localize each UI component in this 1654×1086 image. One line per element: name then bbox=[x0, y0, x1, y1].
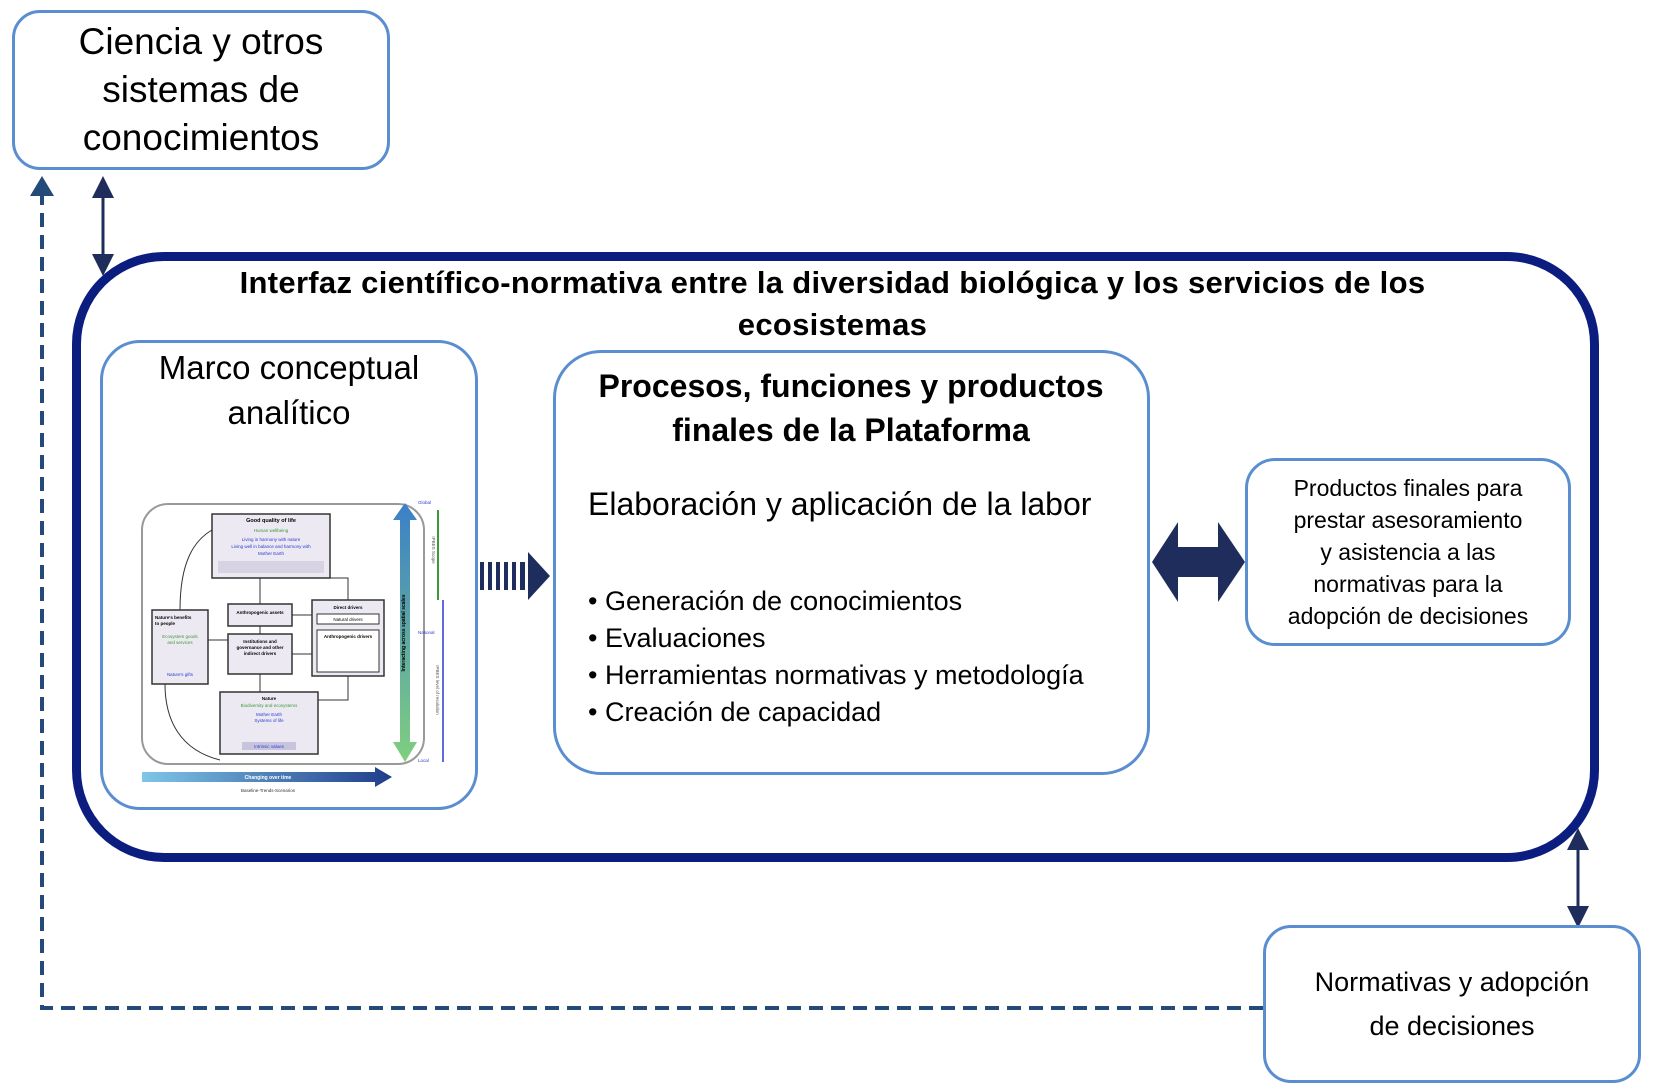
work-programme-subtitle: Elaboración y aplicación de la labor bbox=[588, 486, 1092, 522]
products-line-3: y asistencia a las bbox=[1320, 539, 1496, 565]
mini-top-fill bbox=[218, 561, 324, 573]
mini-time-sub: Baseline-Trends-Scenarios bbox=[241, 788, 296, 793]
mini-nature-title: Nature bbox=[262, 696, 277, 701]
policy-decision-box: Normativas y adopción de decisiones bbox=[1263, 925, 1641, 1083]
mini-benefits-box bbox=[151, 609, 209, 685]
policy-line-1: Normativas y adopción bbox=[1314, 967, 1590, 997]
mini-natures-gifts: Nature's gifts bbox=[167, 672, 194, 677]
mini-and-services: and services bbox=[167, 640, 193, 645]
science-line-1: Ciencia y otros bbox=[78, 21, 324, 62]
mini-axis-local: Local bbox=[418, 758, 429, 763]
mini-axis-national: National bbox=[418, 630, 435, 635]
list-item: • Evaluaciones bbox=[588, 623, 766, 653]
mini-institutions-3: indirect drivers bbox=[244, 651, 277, 656]
mini-time-arrow bbox=[142, 767, 392, 787]
mini-spatial-label: Interacting across spatial scales bbox=[401, 594, 407, 671]
science-knowledge-box: Ciencia y otros sistemas de conocimiento… bbox=[12, 10, 390, 170]
science-line-2: sistemas de bbox=[102, 69, 300, 110]
mini-harmony: Living in harmony with nature bbox=[242, 537, 301, 542]
conceptual-framework-title: Marco conceptual analítico bbox=[104, 345, 474, 435]
products-line-1: Productos finales para bbox=[1293, 475, 1523, 501]
mini-direct-drivers: Direct drivers bbox=[333, 605, 363, 610]
list-item: • Herramientas normativas y metodología bbox=[588, 660, 1084, 690]
interface-title: Interfaz científico-normativa entre la d… bbox=[140, 262, 1525, 346]
list-item: • Generación de conocimientos bbox=[588, 586, 963, 616]
mini-institutions-box bbox=[227, 633, 293, 675]
interface-policy-arrow bbox=[1567, 828, 1589, 928]
science-line-3: conocimientos bbox=[82, 117, 320, 158]
mini-institutions-2: governance and other bbox=[236, 645, 283, 650]
interface-title-line-1: Interfaz científico-normativa entre la d… bbox=[239, 265, 1426, 300]
mini-ecosystem-goods: Ecosystem goods bbox=[162, 634, 198, 639]
platform-processes-title: Procesos, funciones y productos finales … bbox=[560, 364, 1142, 452]
science-interface-arrow bbox=[92, 176, 114, 276]
dashed-arrowhead bbox=[30, 176, 54, 196]
mini-mother-earth-1: Mother Earth bbox=[258, 551, 285, 556]
mini-good-quality-title: Good quality of life bbox=[246, 518, 296, 524]
mini-vertical-scale-arrow bbox=[393, 503, 417, 762]
mini-anthropogenic-drivers: Anthropogenic drivers bbox=[324, 634, 373, 639]
mini-intrinsic-values: Intrinsic values bbox=[254, 744, 285, 749]
mini-living-well: Living well in balance and harmony with bbox=[231, 544, 311, 549]
mini-human-wellbeing: Human wellbeing bbox=[254, 528, 289, 533]
final-products-box: Productos finales para prestar asesorami… bbox=[1245, 458, 1571, 646]
mini-axis-global: Global bbox=[418, 500, 431, 505]
policy-line-2: de decisiones bbox=[1369, 1011, 1535, 1041]
mini-benefits-title: Nature's benefits bbox=[155, 615, 192, 620]
dashed-feedback-line bbox=[40, 188, 1263, 1010]
mini-intrinsic-box bbox=[242, 742, 296, 750]
mini-institutions-1: Institutions and bbox=[243, 639, 277, 644]
procesos-title-line-1: Procesos, funciones y productos bbox=[598, 368, 1104, 404]
processes-list: • Generación de conocimientos • Evaluaci… bbox=[588, 583, 1128, 731]
mini-biodiversity: Biodiversity and ecosystems bbox=[241, 703, 299, 708]
mini-natural-drivers: Natural drivers bbox=[333, 617, 363, 622]
mini-assets-label: Anthropogenic assets bbox=[236, 610, 284, 615]
mini-mother-earth-2: Mother Earth bbox=[256, 712, 283, 717]
procesos-title-line-2: finales de la Plataforma bbox=[672, 412, 1030, 448]
mini-natural-drivers-box bbox=[316, 613, 380, 625]
mini-anthropogenic-drivers-box bbox=[316, 629, 380, 673]
marco-title-line-2: analítico bbox=[227, 394, 351, 431]
marco-title-line-1: Marco conceptual bbox=[158, 349, 420, 386]
mini-connectors bbox=[164, 529, 349, 761]
mini-systems-of-life: Systems of life bbox=[254, 718, 284, 723]
mini-ipbes-resolution: IPBES level of resolution bbox=[435, 665, 440, 715]
products-line-2: prestar asesoramiento bbox=[1293, 507, 1523, 533]
mini-time-label: Changing over time bbox=[245, 775, 292, 781]
mini-ipbes-scope: IPBES Scope bbox=[431, 536, 436, 564]
interface-title-line-2: ecosistemas bbox=[737, 307, 928, 342]
products-line-4: normativas para la bbox=[1313, 571, 1503, 597]
list-item: • Creación de capacidad bbox=[588, 697, 882, 727]
platform-processes-box bbox=[553, 350, 1150, 775]
mini-benefits-title-2: to people bbox=[155, 621, 175, 626]
products-line-5: adopción de decisiones bbox=[1287, 603, 1529, 629]
processes-products-double-arrow bbox=[1152, 522, 1245, 602]
